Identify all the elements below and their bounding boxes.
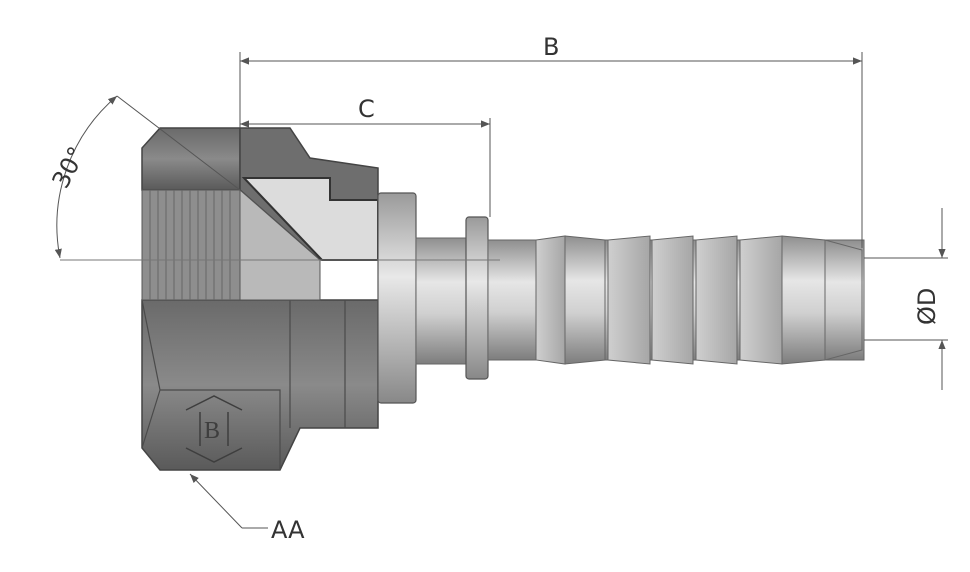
dimension-b <box>239 52 863 248</box>
internal-thread <box>141 177 379 301</box>
svg-text:B: B <box>204 418 220 444</box>
dimension-c-label: C <box>358 95 375 123</box>
dimension-d <box>864 208 948 390</box>
dimension-b-label: B <box>543 33 559 61</box>
ferrule-ring <box>465 216 489 380</box>
dimension-aa-label: AA <box>271 516 305 544</box>
angle-dimension <box>54 95 241 259</box>
tube-neck <box>415 237 467 365</box>
dimension-c <box>240 118 491 217</box>
dimension-d-label: ØD <box>913 288 941 325</box>
angle-label: 30° <box>47 142 92 193</box>
collar-flange <box>377 192 417 404</box>
manufacturer-logo: B <box>185 395 243 463</box>
leader-aa <box>189 473 268 529</box>
hose-barb <box>487 235 865 365</box>
